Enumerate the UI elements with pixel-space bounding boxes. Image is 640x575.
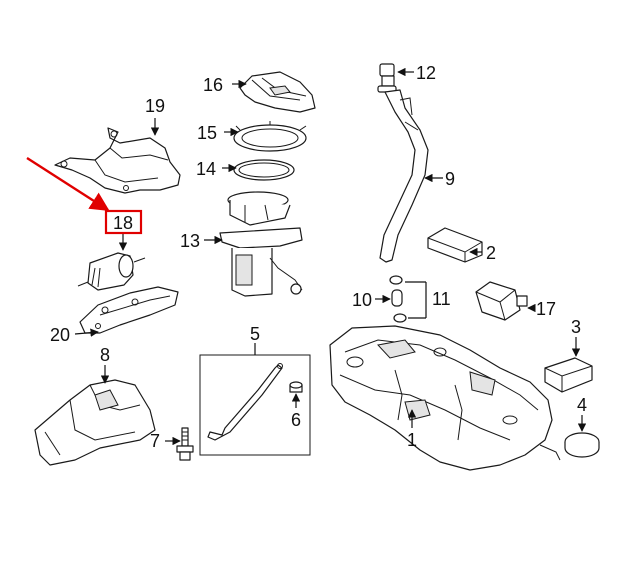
callout-19: 19 [145,96,165,116]
callout-14: 14 [196,159,216,179]
callout-20: 20 [50,325,70,345]
callout-3: 3 [571,317,581,337]
leader-lines [74,67,587,446]
callout-5: 5 [250,324,260,344]
callout-12: 12 [416,63,436,83]
filter-bracket-part-20 [79,286,179,334]
callout-1: 1 [407,430,417,450]
grommet-part-6 [289,381,303,393]
highlight-arrow [26,156,110,212]
highlight-box [104,209,143,235]
callout-9: 9 [445,169,455,189]
lock-ring-part-15 [233,121,307,152]
fuel-filter-part-18 [77,252,146,291]
callout-8: 8 [100,345,110,365]
callout-10: 10 [352,290,372,310]
callout-labels: 19 18 20 8 7 5 6 16 15 14 13 12 9 2 17 1… [50,63,587,451]
bolt-part-7 [176,427,194,461]
callout-6: 6 [291,410,301,430]
callout-7: 7 [150,431,160,451]
hose-clamps-part-10-11 [389,275,407,323]
module-part-2 [427,227,483,263]
callout-15: 15 [197,123,217,143]
filler-cap-part-12 [377,63,397,93]
callout-16: 16 [203,75,223,95]
leader-20 [74,328,99,337]
callout-2: 2 [486,243,496,263]
callout-11: 11 [432,289,451,309]
filler-pipe-part-9 [379,89,429,263]
pad-part-3 [544,357,593,393]
heat-shield-part-19 [54,127,181,194]
sensor-part-17 [475,281,528,321]
callout-18: 18 [113,213,133,233]
fuel-tank-part-1 [329,325,561,471]
seal-part-14 [233,159,295,181]
lower-shield-part-8 [34,379,156,466]
leader-11 [405,281,427,319]
cap-part-4 [564,432,600,458]
fuel-pump-part-13 [219,191,303,297]
callout-4: 4 [577,395,587,415]
strap-box-part-5 [199,354,311,456]
pump-cover-part-16 [239,71,316,113]
highlight-indicator [26,156,143,235]
callout-13: 13 [180,231,200,251]
callout-17: 17 [536,299,556,319]
